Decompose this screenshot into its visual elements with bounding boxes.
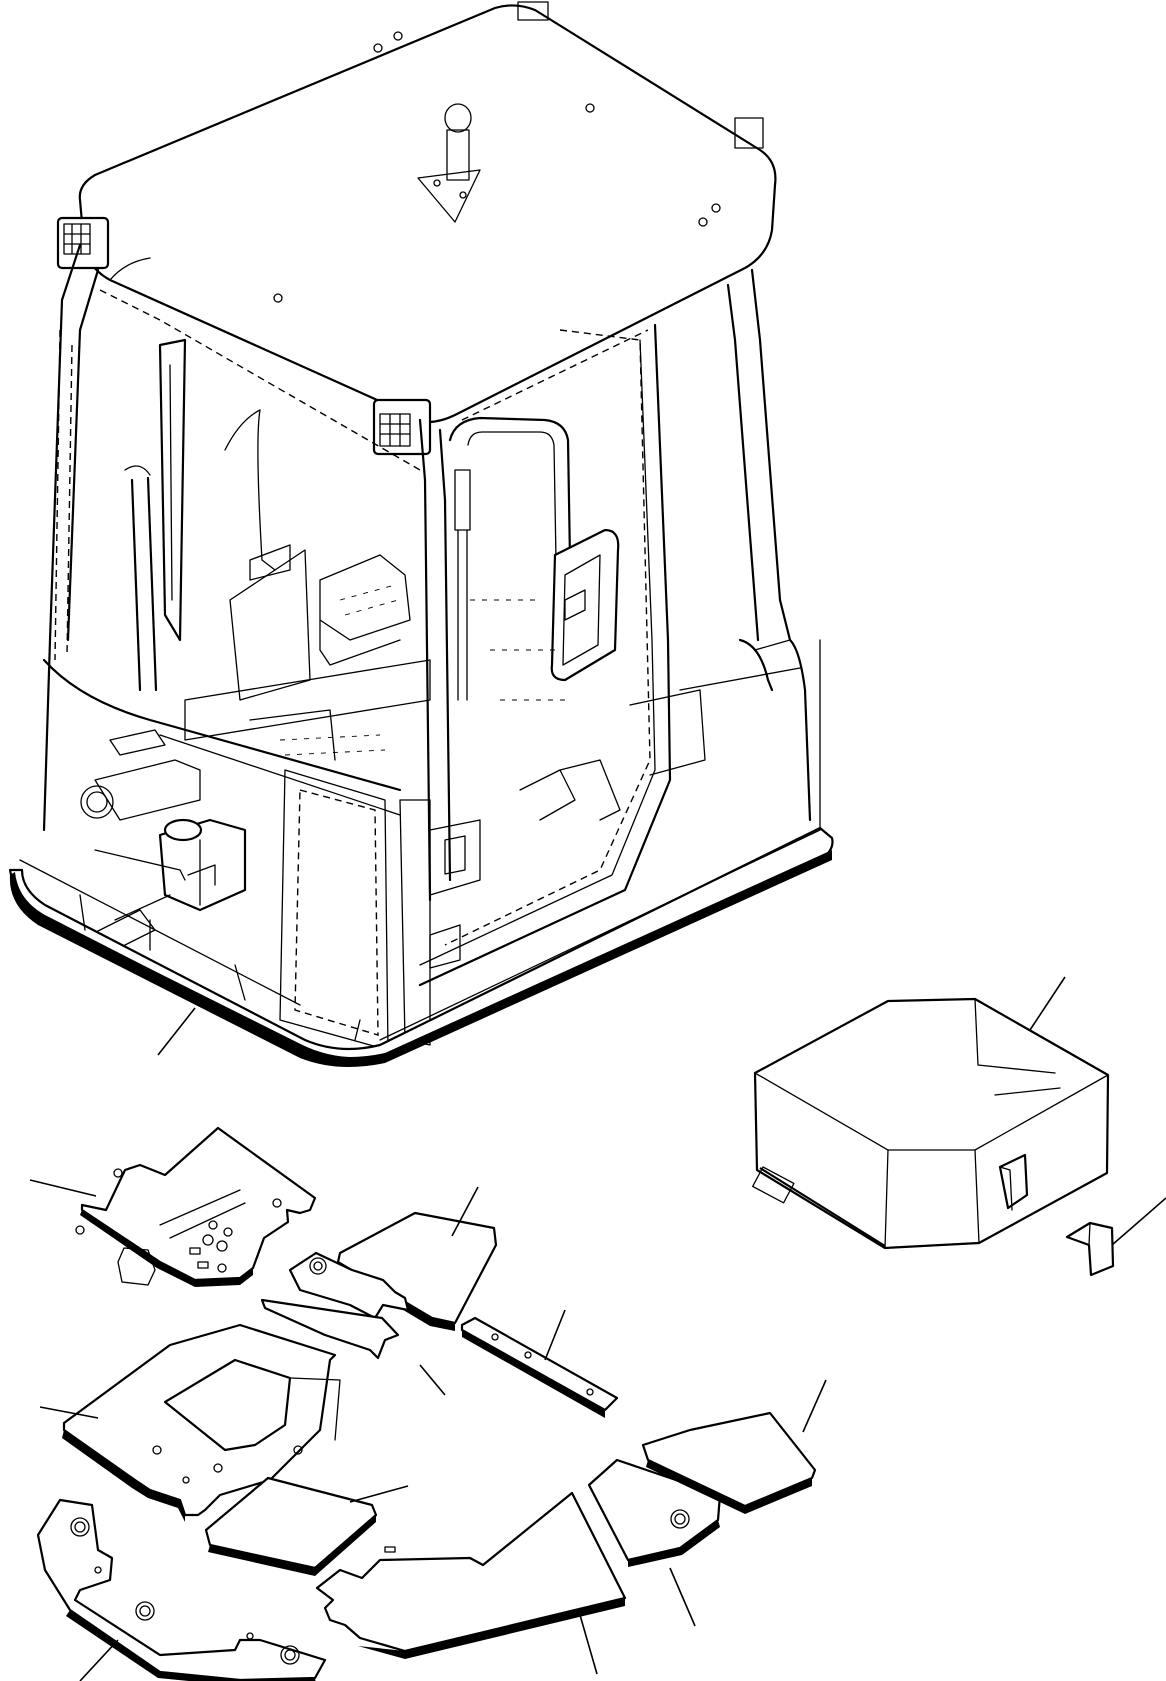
floor-mat-long-plate bbox=[260, 1298, 400, 1360]
leader-lines bbox=[29, 976, 1166, 1681]
leader-line-side-plate bbox=[579, 1614, 598, 1675]
floor-mat-main-plate bbox=[62, 1323, 341, 1522]
leader-line-rear-plate bbox=[29, 1179, 97, 1197]
leader-line-corner-plate bbox=[669, 1567, 696, 1627]
seat-box-cover bbox=[752, 997, 1110, 1250]
floor-mat-small-square bbox=[204, 1476, 378, 1576]
operator-cab bbox=[8, 1, 834, 1067]
washer-tank-icon bbox=[158, 818, 247, 912]
floor-mat-narrow-strip bbox=[460, 1316, 619, 1418]
work-lamp-left-icon bbox=[56, 216, 110, 270]
leader-line-front-wedge bbox=[802, 1379, 827, 1433]
floor-mat-center-strip bbox=[288, 1251, 410, 1320]
floor-mat-front-wedge bbox=[641, 1411, 817, 1514]
floor-mat-side-plate bbox=[315, 1491, 627, 1659]
leader-line-square bbox=[451, 1186, 479, 1237]
leader-line-small-square bbox=[349, 1485, 409, 1503]
mirror-icon bbox=[550, 528, 620, 682]
leader-line-main-plate bbox=[39, 1406, 99, 1419]
beacon-mount-icon bbox=[417, 103, 481, 223]
leader-line-cover bbox=[1029, 976, 1066, 1031]
leader-line-clip bbox=[1111, 1197, 1166, 1246]
floor-mat-rear-plate bbox=[75, 1126, 317, 1287]
leader-line-cab bbox=[157, 1007, 196, 1056]
leader-line-front-plate bbox=[79, 1639, 119, 1681]
floor-mat-front-plate bbox=[36, 1498, 327, 1681]
cover-clip bbox=[1065, 1221, 1115, 1277]
leader-line-long-plate bbox=[419, 1364, 446, 1396]
leader-line-narrow-strip bbox=[544, 1309, 566, 1361]
work-lamp-center-icon bbox=[372, 398, 432, 456]
